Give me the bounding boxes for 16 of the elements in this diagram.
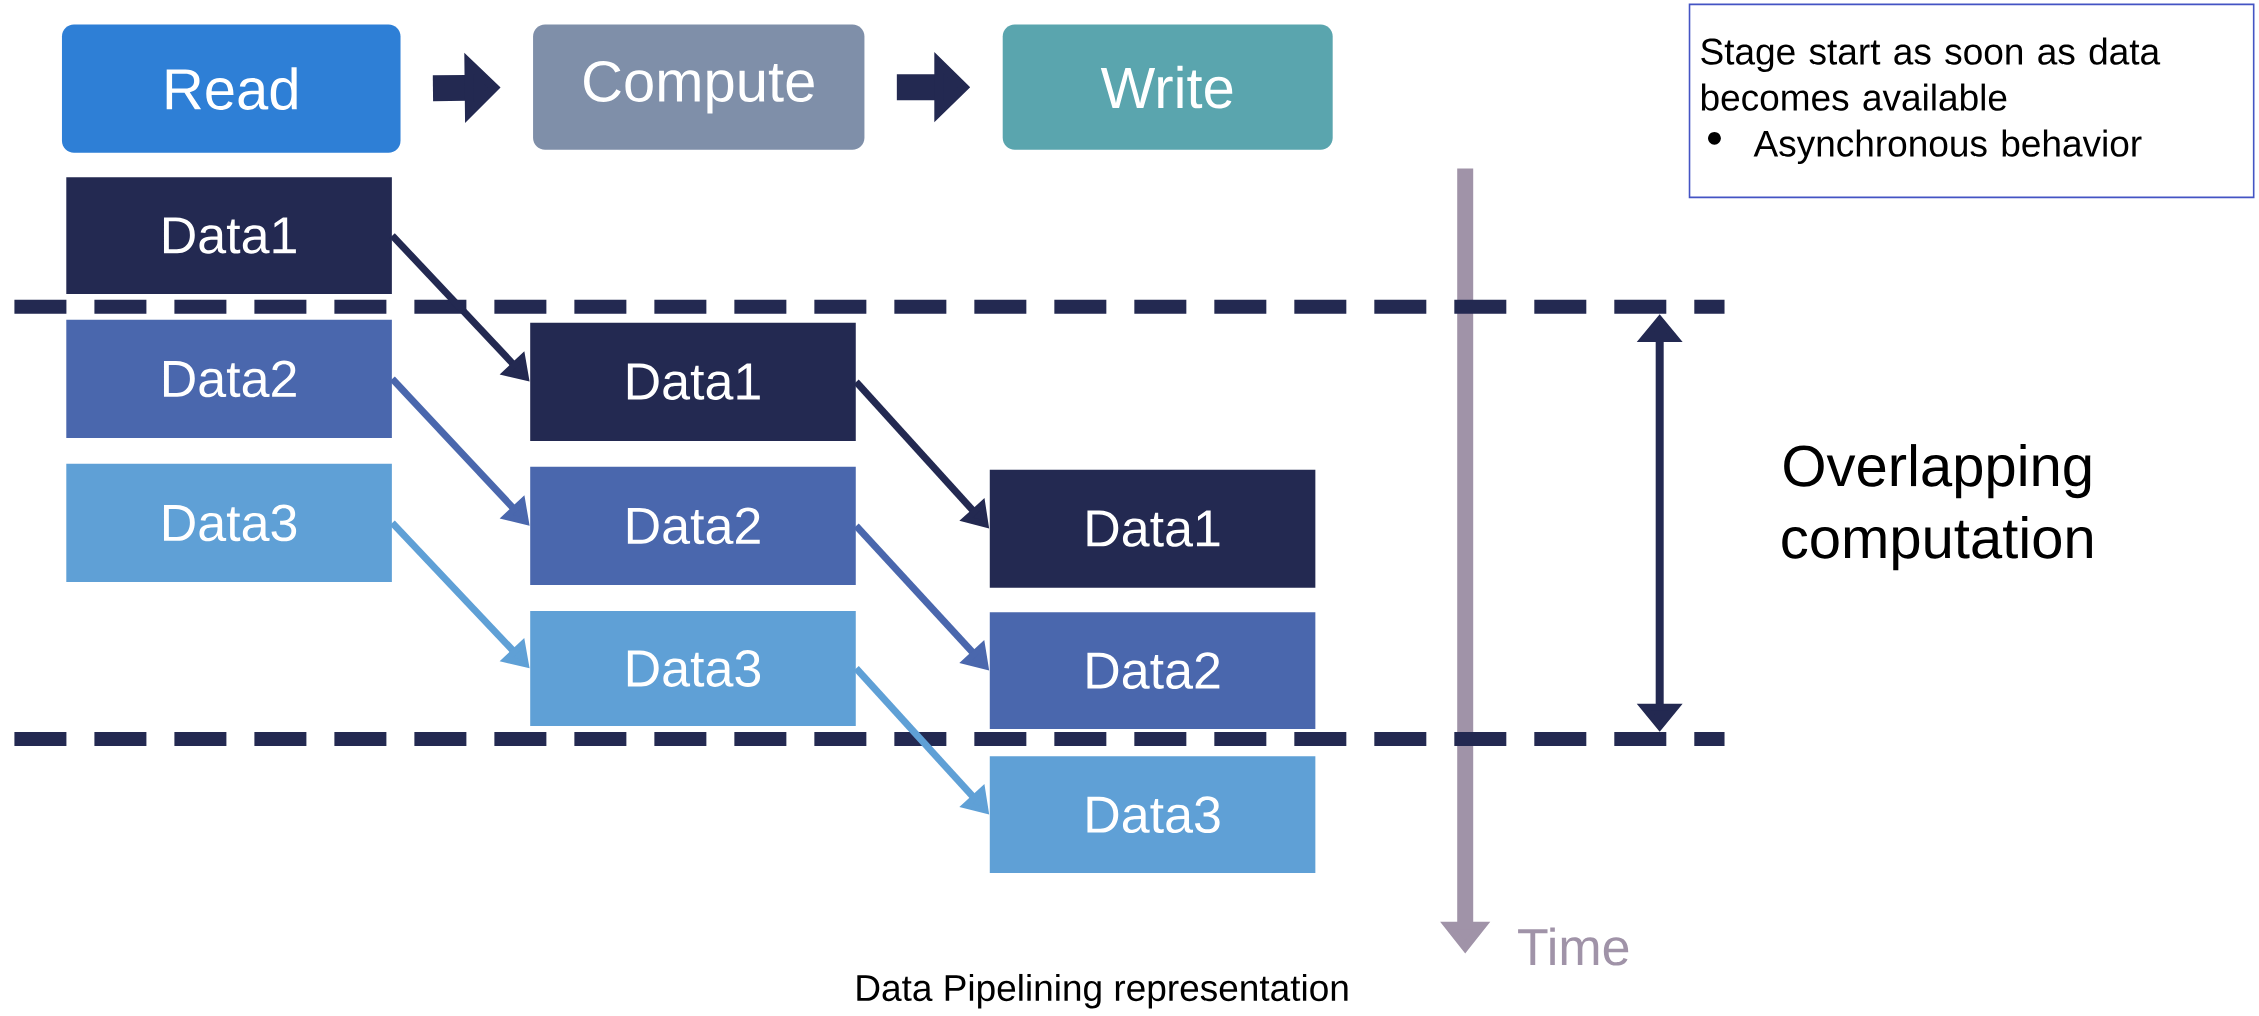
- note-box: Stage start as soon as data becomes available Asynchronous behavior: [1688, 3, 2255, 199]
- stage-box: Read: [61, 24, 401, 153]
- stage-box: Compute: [533, 24, 865, 150]
- data-box: Data3: [989, 756, 1316, 874]
- data-box: Data2: [66, 319, 392, 439]
- stage-box: Write: [1002, 24, 1333, 150]
- axis-label: Time: [1518, 927, 1629, 966]
- data-box: Data1: [66, 177, 392, 295]
- data-box: Data3: [66, 464, 392, 583]
- annotation: Overlapping computation: [1782, 444, 2092, 571]
- data-box: Data1: [989, 469, 1316, 588]
- data-box: Data3: [530, 611, 856, 727]
- data-box: Data2: [989, 612, 1316, 730]
- data-box: Data2: [530, 466, 856, 586]
- caption: Data Pipelining representation: [857, 974, 1348, 1009]
- data-box: Data1: [530, 322, 856, 442]
